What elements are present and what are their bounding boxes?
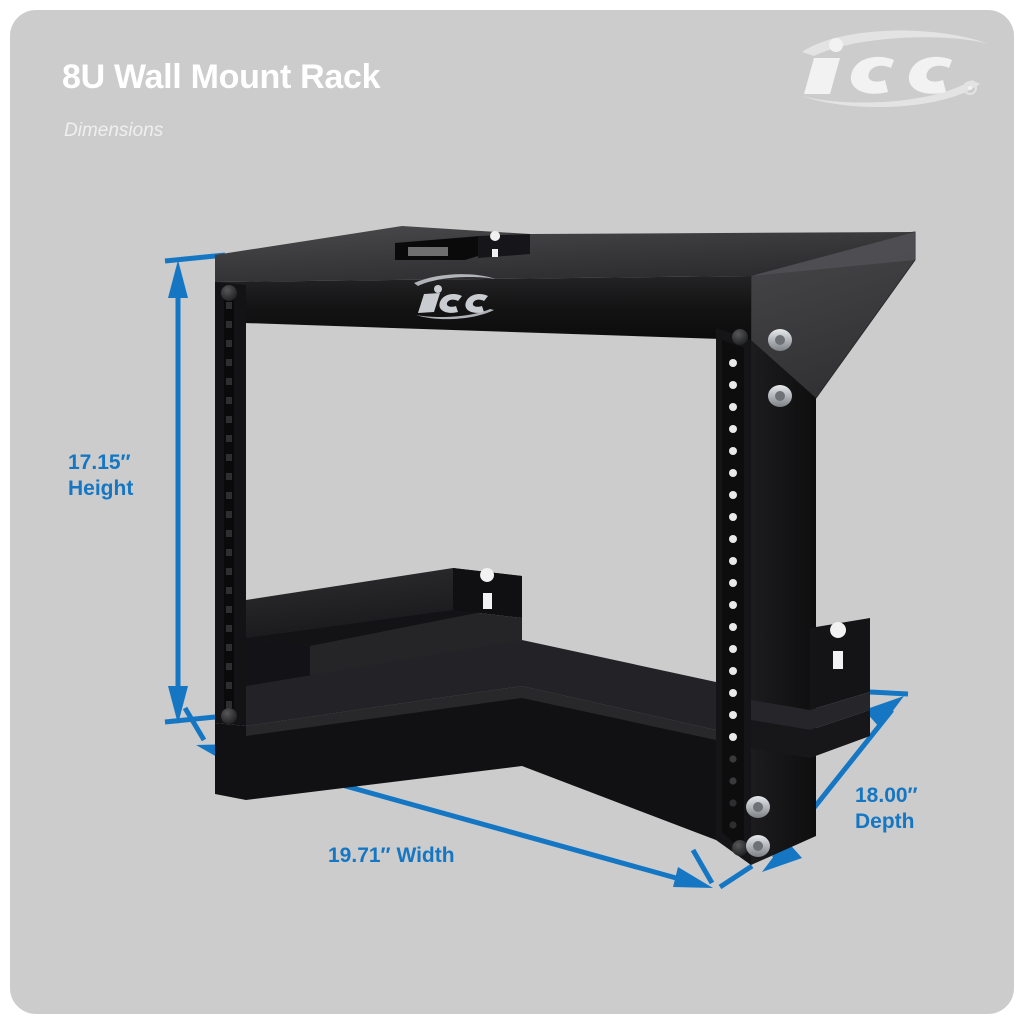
right-bracket-front (751, 710, 870, 758)
bottom-base-plate (246, 640, 716, 730)
left-rail-inner-face (224, 290, 234, 718)
depth-value: 18.00″ (855, 784, 918, 807)
right-top-screw (732, 329, 748, 345)
top-rail-front-face (215, 276, 751, 340)
rail-icc-logo-icon (414, 274, 496, 320)
rack-product (215, 226, 916, 865)
rack-illustration (164, 226, 916, 890)
bottom-rail-front (215, 686, 716, 840)
vertical-dimension-arrow-icon (168, 260, 188, 724)
rear-bracket-label (408, 247, 448, 256)
depth-extension-lines (718, 689, 909, 890)
page-title: 8U Wall Mount Rack (62, 58, 381, 96)
rear-top-bracket-keyhole (490, 231, 501, 257)
right-rail-holes (729, 359, 737, 829)
bolt-hardware-lower (746, 796, 770, 857)
width-extension-lines (182, 706, 715, 885)
inner-shelf-keyhole (480, 568, 495, 609)
bottom-rail-highlight (246, 686, 716, 740)
top-rail-top-face (215, 226, 915, 282)
depth-dimension-label: 18.00″ Depth (855, 783, 918, 835)
rear-top-bracket-wall (478, 234, 530, 258)
right-rail-face (722, 340, 744, 853)
left-rail-holes (226, 302, 232, 708)
right-wall-bracket-keyhole (830, 622, 847, 669)
right-side-panel-bottom (751, 340, 816, 865)
width-dimension-label: 19.71″ Width (328, 844, 455, 867)
height-unit-label: Height (68, 477, 134, 500)
product-dimension-card: 8U Wall Mount Rack Dimensions (10, 10, 1014, 1014)
left-top-screw (221, 285, 237, 301)
icc-logo-icon (802, 30, 989, 108)
right-bottom-screw (732, 840, 748, 856)
bolt-hardware-upper (768, 329, 792, 407)
height-dimension-label: 17.15″ Height (68, 450, 133, 502)
depth-unit-label: Depth (855, 810, 915, 833)
page-subtitle: Dimensions (64, 120, 164, 141)
right-bracket-shelf (751, 692, 870, 730)
left-bottom-screw (221, 708, 237, 724)
height-value: 17.15″ (68, 451, 131, 474)
